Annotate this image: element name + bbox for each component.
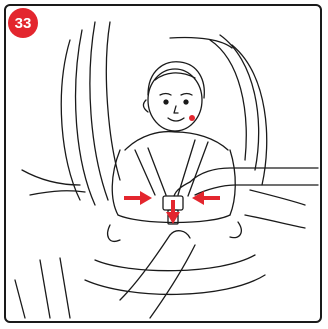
seat-left-wing bbox=[15, 22, 120, 318]
seat-base bbox=[85, 255, 265, 294]
left-arrow-icon bbox=[124, 191, 152, 205]
adult-hand-top bbox=[174, 168, 318, 196]
harness-straps bbox=[125, 132, 228, 196]
right-arrow-icon bbox=[192, 191, 220, 205]
child-head bbox=[143, 62, 204, 131]
cheek-accent-icon bbox=[189, 115, 195, 121]
step-number-badge: 33 bbox=[8, 8, 38, 38]
seat-right-wing bbox=[170, 35, 305, 228]
adult-hand-bottom bbox=[120, 231, 195, 318]
